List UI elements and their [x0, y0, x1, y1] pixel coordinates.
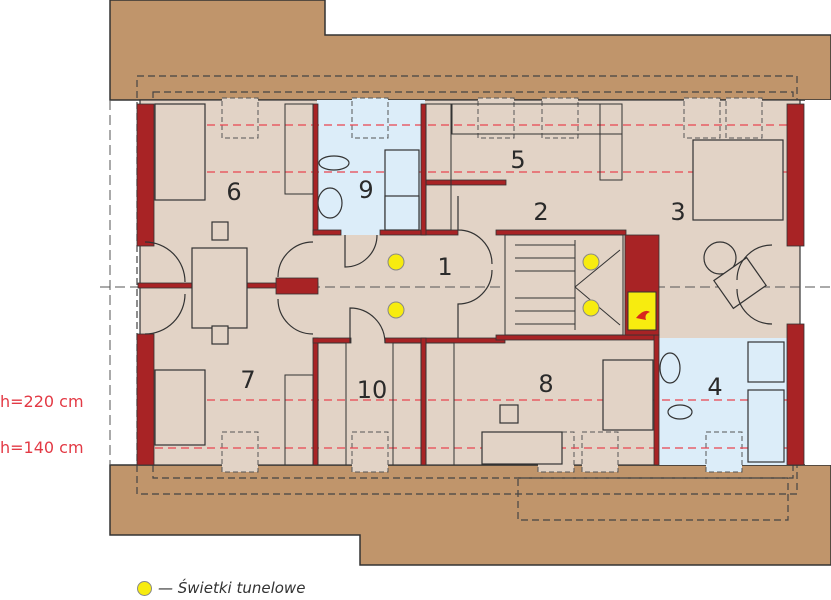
- roof-top: [109, 0, 831, 101]
- legend-text: — Świetki tunelowe: [158, 579, 306, 597]
- fire-icon: [636, 310, 650, 320]
- walls: [136, 103, 805, 466]
- light-icon: [387, 253, 405, 271]
- height-lines: [155, 124, 790, 449]
- tunnel-light-icon: [137, 580, 152, 596]
- room-number-6: 6: [226, 178, 241, 206]
- room-number-8: 8: [538, 370, 553, 398]
- light-icon: [387, 301, 405, 319]
- light-icon: [582, 299, 600, 317]
- roof-right-edge: [805, 100, 831, 465]
- roof-bottom: [109, 464, 831, 566]
- staircase: [504, 234, 624, 336]
- room-number-1: 1: [437, 253, 452, 281]
- room-number-5: 5: [510, 146, 525, 174]
- room-number-2: 2: [533, 198, 548, 226]
- room-number-7: 7: [240, 366, 255, 394]
- legend: — Świetki tunelowe: [137, 579, 305, 597]
- fireplace: [627, 291, 657, 331]
- light-icon: [582, 253, 600, 271]
- height-label-220: h=220 cm: [0, 392, 84, 411]
- height-label-140: h=140 cm: [0, 438, 84, 457]
- room-number-3: 3: [670, 198, 685, 226]
- tunnel-lights: [387, 253, 600, 319]
- furniture: [154, 103, 785, 465]
- room-number-9: 9: [358, 176, 373, 204]
- wardrobes: [284, 103, 623, 466]
- doors: [144, 196, 773, 344]
- room-number-4: 4: [707, 373, 722, 401]
- room-number-10: 10: [357, 376, 388, 404]
